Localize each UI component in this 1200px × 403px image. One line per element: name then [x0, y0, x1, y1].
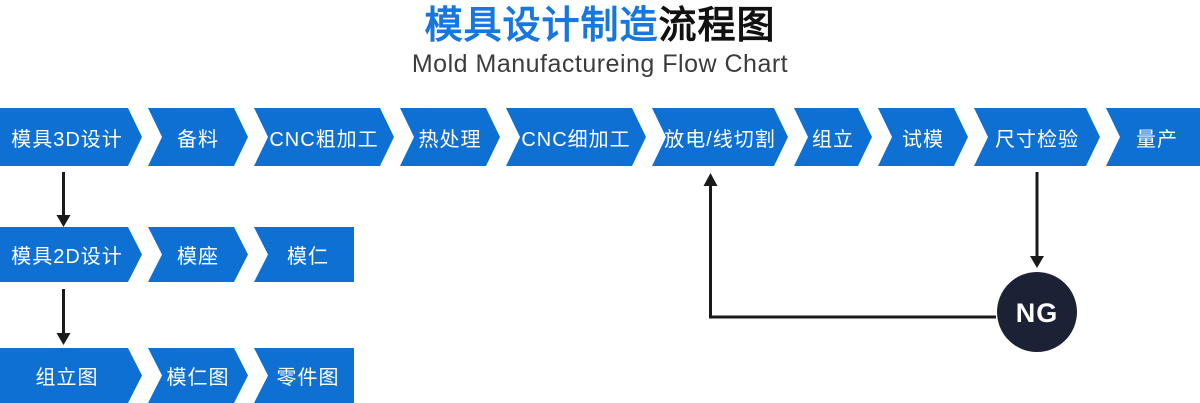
- flow-step-core-drawing: 模仁图: [148, 348, 248, 403]
- ng-label: NG: [1016, 298, 1059, 328]
- flow-step-part-drawing: 零件图: [254, 348, 354, 403]
- main-flow-row: 模具3D设计 备料 CNC粗加工 热处理 CNC细加工 放电/线切割 组立 试模…: [0, 108, 1200, 166]
- arrow-2d-to-drawings: [56, 289, 71, 345]
- flow-step-cnc-fine-machining: CNC细加工: [506, 108, 646, 166]
- arrowhead-down-icon: [1030, 256, 1044, 268]
- flow-step-edm-wire-cutting: 放电/线切割: [652, 108, 788, 166]
- flow-step-mold-base: 模座: [148, 227, 248, 282]
- drawing-flow-row: 组立图 模仁图 零件图: [0, 348, 354, 403]
- arrowhead-up-icon: [703, 173, 718, 186]
- flow-step-dimension-inspection: 尺寸检验: [974, 108, 1100, 166]
- flow-step-cnc-rough-machining: CNC粗加工: [254, 108, 394, 166]
- arrow-ng-to-edm: [703, 173, 996, 319]
- page-title-rest: 流程图: [658, 5, 776, 47]
- flow-step-assembly-drawing: 组立图: [0, 348, 142, 403]
- arrowhead-down-icon: [56, 215, 71, 227]
- flow-step-mold-core: 模仁: [254, 227, 354, 282]
- flow-step-mold-2d-design: 模具2D设计: [0, 227, 142, 282]
- flow-step-mass-production: 量产: [1106, 108, 1200, 166]
- page-subtitle: Mold Manufactureing Flow Chart: [411, 50, 789, 78]
- ng-circle: [997, 272, 1077, 352]
- flow-step-material-prep: 备料: [148, 108, 248, 166]
- page-title-highlight: 模具设计制造: [424, 5, 659, 47]
- arrow-inspection-to-ng: [1030, 172, 1044, 268]
- flow-step-trial-mold: 试模: [878, 108, 968, 166]
- page-title: 模具设计制造流程图: [0, 4, 1200, 50]
- arrow-3d-to-2d-design: [56, 172, 71, 227]
- flow-step-mold-3d-design: 模具3D设计: [0, 108, 142, 166]
- arrowhead-down-icon: [56, 333, 71, 345]
- design-flow-row: 模具2D设计 模座 模仁: [0, 227, 354, 282]
- ng-node: NG: [997, 272, 1077, 352]
- flow-step-heat-treatment: 热处理: [400, 108, 500, 166]
